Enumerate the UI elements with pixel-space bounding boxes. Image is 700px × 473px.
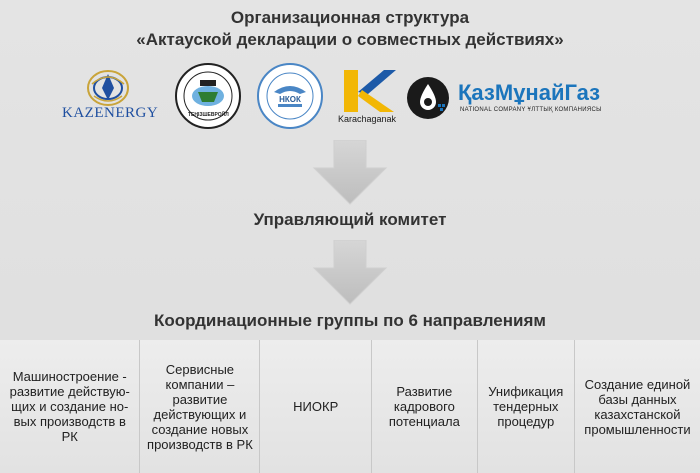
nkok-seal-icon [257, 63, 323, 129]
groups-heading: Координационные группы по 6 направлениям [154, 311, 546, 330]
diagram-title: Организационная структура «Актауской дек… [0, 7, 700, 51]
down-arrow-icon [312, 140, 388, 205]
kazmunaigaz-logo: ҚазМұнайГаз NATIONAL COMPANY ҰЛТТЫҚ КОМП… [404, 74, 638, 122]
coordination-groups: Машиностроение - развитие действую-щих и… [0, 340, 700, 473]
group-label: Развитие кадрового потенциала [388, 384, 460, 429]
kazmunaigaz-sublabel: NATIONAL COMPANY ҰЛТТЫҚ КОМПАНИЯСЫ [460, 107, 602, 113]
nkok-logo: НКОК [256, 62, 324, 130]
tso-logo: ТЕҢІЗШЕВРОЙЛ [174, 62, 242, 130]
karachaganak-logo: Karachaganak [336, 68, 398, 128]
group-industry-database: Создание единой базы данных казахстанско… [573, 340, 700, 473]
tso-seal-icon [175, 63, 241, 129]
group-rnd: НИОКР [259, 340, 372, 473]
kazenergy-logo: KAZENERGY [62, 66, 159, 128]
group-mechanical-engineering: Машиностроение - развитие действую-щих и… [0, 340, 140, 473]
group-service-companies: Сервисные компании – развитие действующи… [139, 340, 260, 473]
kazmunaigaz-drop-icon [407, 77, 449, 119]
group-label: Унификация тендерных процедур [488, 384, 564, 429]
committee-label: Управляющий комитет [253, 210, 447, 229]
group-tender-unification: Унификация тендерных процедур [476, 340, 574, 473]
group-label: НИОКР [293, 399, 339, 414]
group-label: Создание единой базы данных казахстанско… [584, 376, 691, 437]
nkok-label: НКОК [279, 95, 301, 104]
group-personnel: Развитие кадрового потенциала [371, 340, 477, 473]
title-line-1: Организационная структура [230, 8, 470, 27]
karachaganak-k-icon [344, 70, 396, 112]
kazenergy-label: KAZENERGY [62, 105, 159, 121]
group-label: Сервисные компании – развитие действующи… [147, 361, 253, 452]
title-line-2: «Актауской декларации о совместных дейст… [136, 30, 564, 49]
karachaganak-label: Karachaganak [337, 114, 397, 124]
kazenergy-emblem-icon [87, 70, 129, 106]
tso-label: ТЕҢІЗШЕВРОЙЛ [188, 112, 229, 118]
kazmunaigaz-label: ҚазМұнайГаз [458, 80, 601, 105]
logos-row: KAZENERGY ТЕҢІЗШЕВРОЙЛ НКОК Karachaganak [0, 60, 700, 138]
down-arrow-icon [312, 240, 388, 305]
group-label: Машиностроение - развитие действую-щих и… [9, 369, 130, 444]
